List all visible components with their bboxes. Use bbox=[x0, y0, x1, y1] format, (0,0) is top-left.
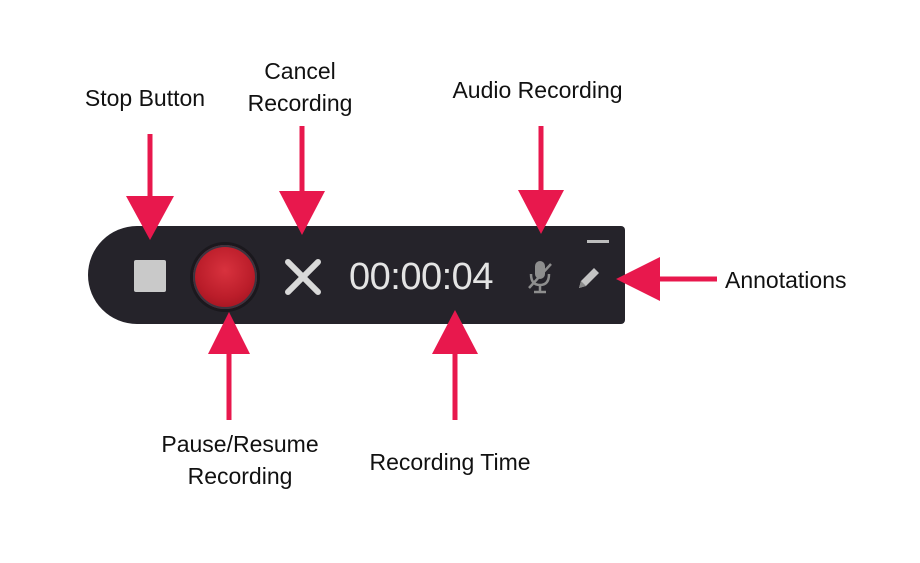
label-recording-time: Recording Time bbox=[345, 446, 555, 478]
arrow-pause-resume bbox=[208, 312, 250, 420]
label-pause-resume-line-2: Recording bbox=[187, 463, 293, 489]
label-cancel-recording: Cancel Recording bbox=[220, 55, 380, 119]
label-annotations: Annotations bbox=[725, 264, 885, 296]
label-audio-recording-line-1: Audio Recording bbox=[452, 77, 623, 103]
cancel-recording-button[interactable] bbox=[284, 258, 322, 296]
label-pause-resume-line-1: Pause/Resume bbox=[161, 431, 319, 457]
minimize-button[interactable] bbox=[587, 236, 609, 248]
label-pause-resume-recording: Pause/Resume Recording bbox=[140, 428, 340, 492]
label-recording-time-line-1: Recording Time bbox=[369, 449, 531, 475]
arrow-recording-time bbox=[432, 310, 478, 420]
pause-resume-button[interactable] bbox=[193, 245, 257, 309]
audio-recording-button[interactable] bbox=[526, 258, 554, 296]
label-annotations-line-1: Annotations bbox=[725, 267, 847, 293]
recording-timer: 00:00:04 bbox=[349, 256, 493, 298]
label-stop-button-line-1: Stop Button bbox=[84, 85, 206, 111]
label-stop-button: Stop Button bbox=[70, 82, 220, 114]
label-cancel-recording-line-1: Cancel bbox=[264, 58, 336, 84]
microphone-muted-icon bbox=[528, 261, 552, 294]
arrow-cancel-recording bbox=[279, 126, 325, 235]
close-x-icon bbox=[285, 259, 321, 295]
pencil-icon bbox=[579, 268, 599, 288]
stop-button[interactable] bbox=[134, 260, 166, 292]
arrow-audio-recording bbox=[518, 126, 564, 234]
arrow-annotations bbox=[616, 257, 717, 301]
label-cancel-recording-line-2: Recording bbox=[247, 90, 353, 116]
label-audio-recording: Audio Recording bbox=[430, 74, 645, 106]
arrow-stop-button bbox=[126, 134, 174, 240]
annotations-button[interactable] bbox=[573, 262, 605, 294]
